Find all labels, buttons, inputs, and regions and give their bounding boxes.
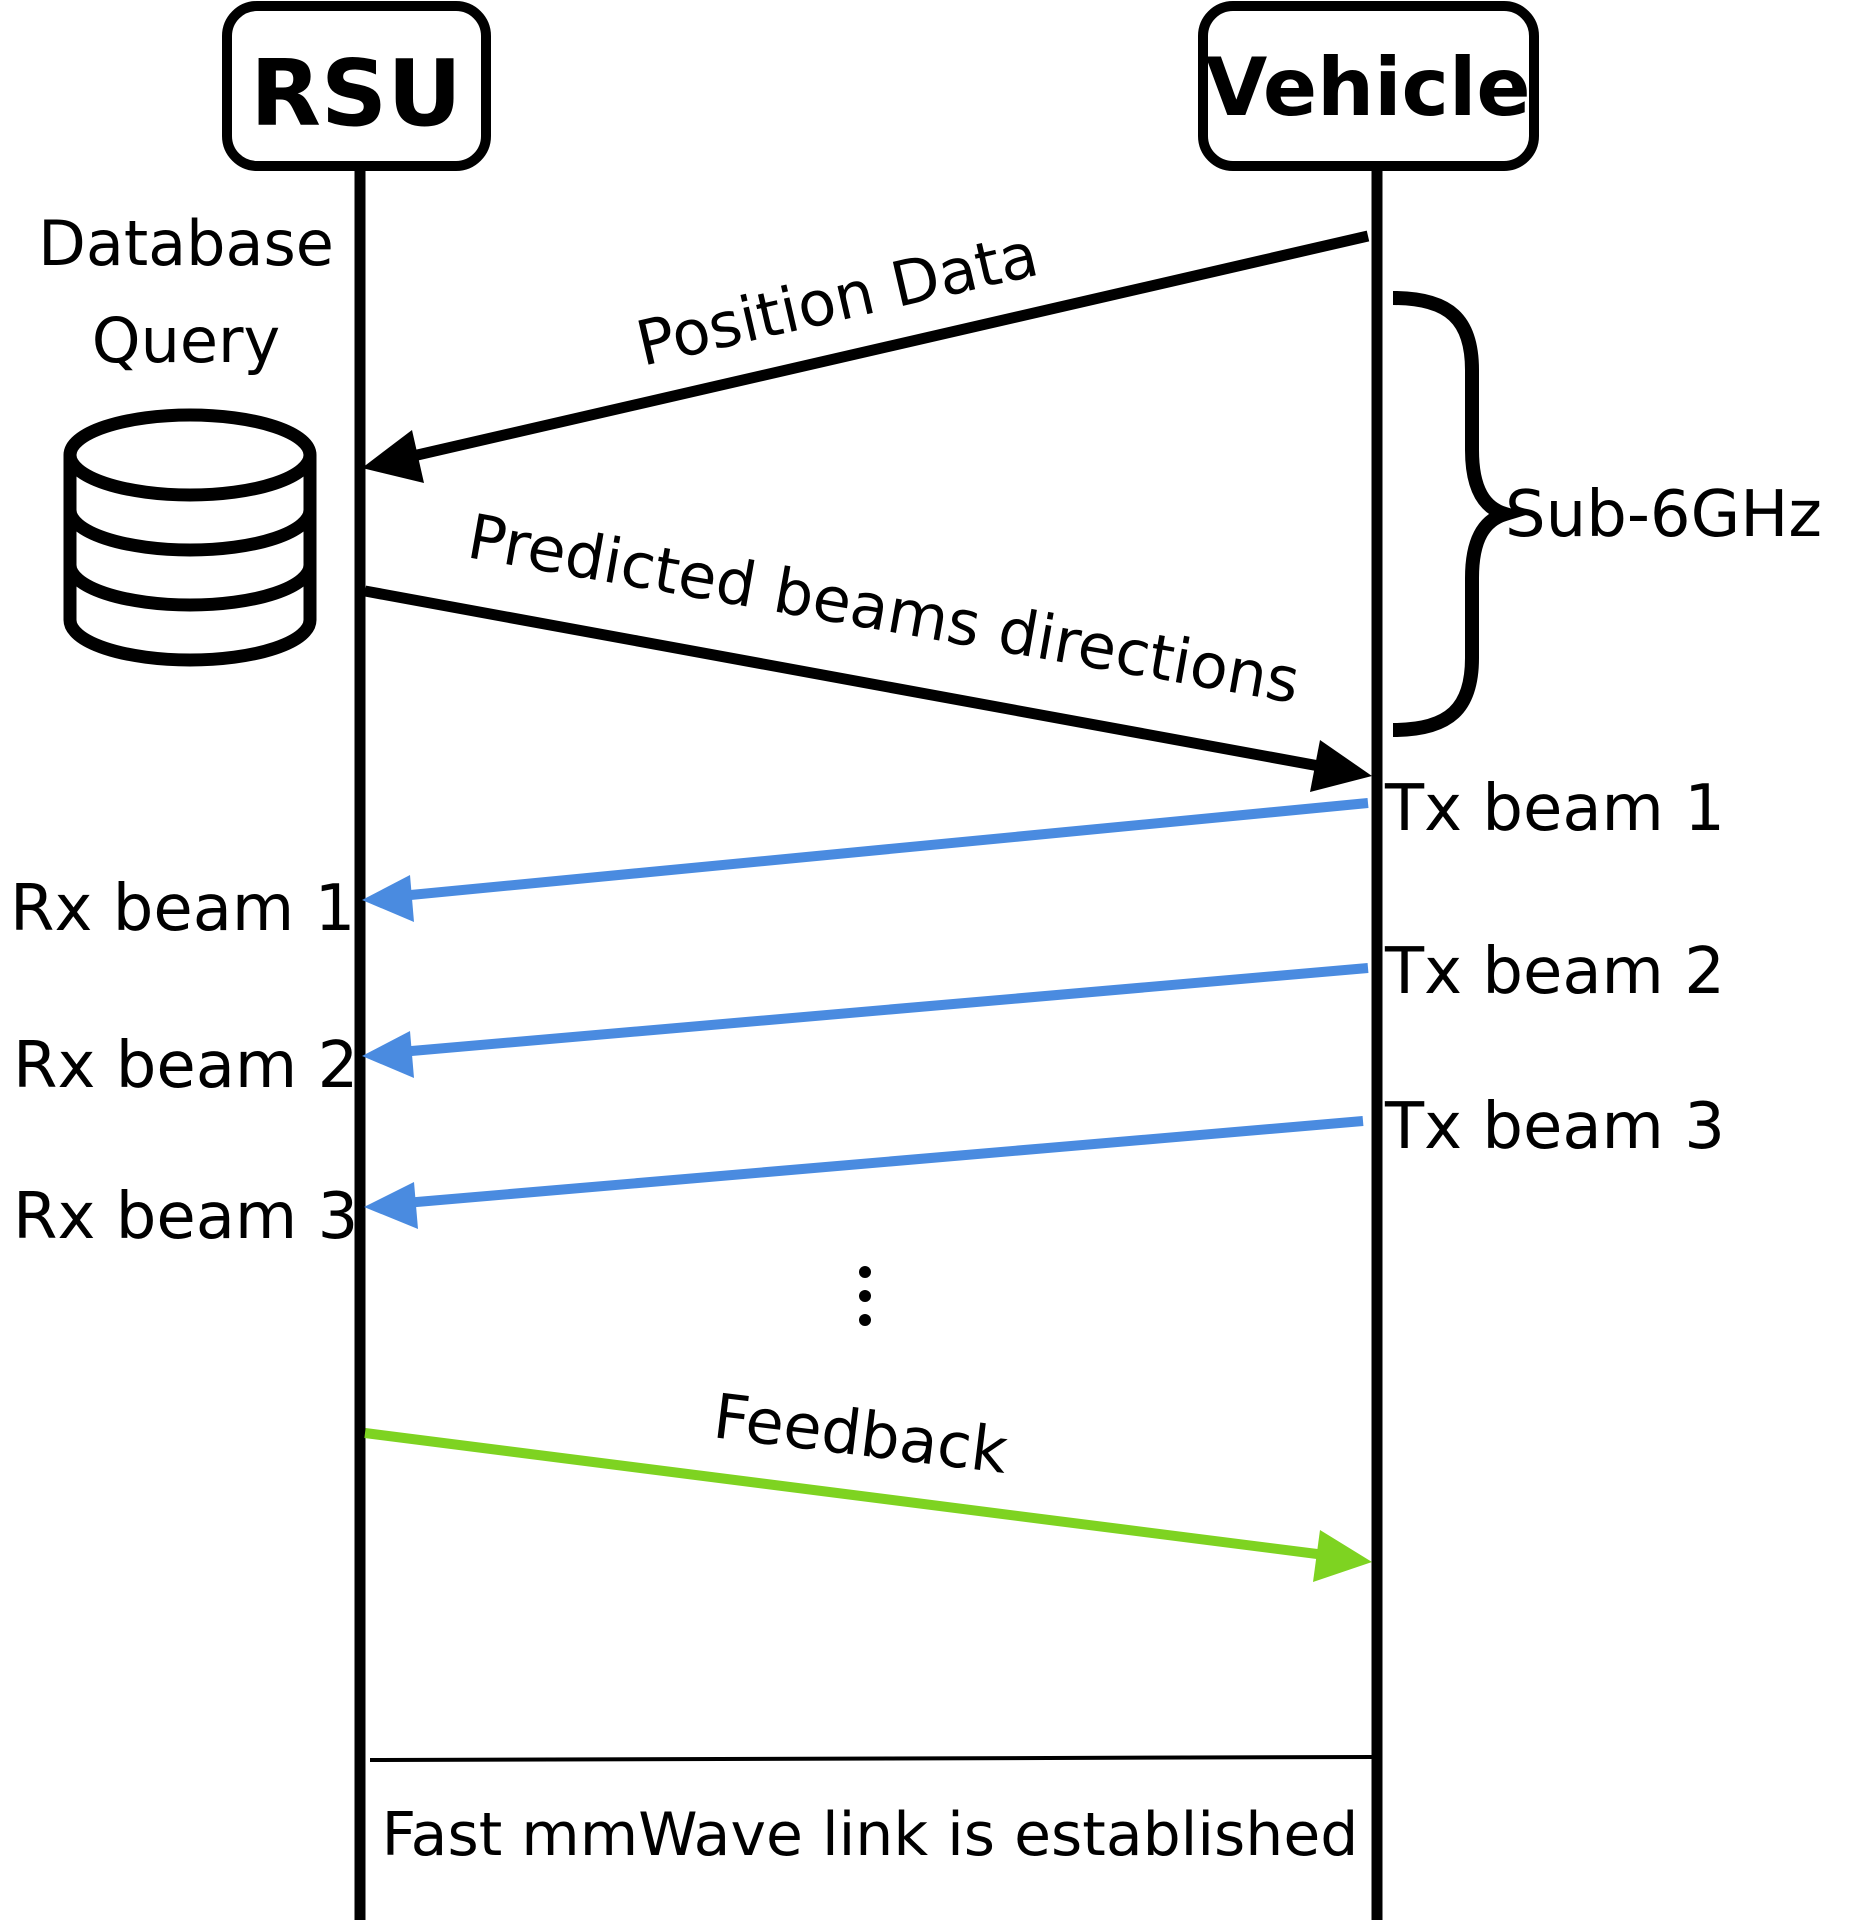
- vehicle-participant: Vehicle: [1198, 1, 1539, 171]
- established-label: Fast mmWave link is established: [382, 1800, 1359, 1870]
- predicted-beams-message: Predicted beams directions: [364, 500, 1372, 792]
- sub6ghz-label: Sub-6GHz: [1505, 478, 1822, 552]
- database-icon: [63, 408, 317, 667]
- rx-beam-3-label: Rx beam 3: [13, 1180, 358, 1254]
- beam-sweep-1: Tx beam 1 Rx beam 1: [10, 772, 1725, 946]
- tx-beam-2-label: Tx beam 2: [1384, 935, 1725, 1009]
- feedback-label: Feedback: [710, 1379, 1012, 1487]
- database-label-line1: Database: [38, 207, 334, 280]
- database-label-line2: Query: [92, 304, 280, 377]
- rsu-title: RSU: [250, 40, 462, 147]
- rsu-participant: RSU: [222, 1, 491, 171]
- continuation-dots: [859, 1266, 871, 1326]
- rx-beam-2-label: Rx beam 2: [13, 1029, 358, 1103]
- position-data-message: Position Data: [362, 217, 1370, 483]
- vehicle-title: Vehicle: [1205, 41, 1530, 134]
- sub6ghz-brace: Sub-6GHz: [1392, 291, 1822, 737]
- rx-beam-1-label: Rx beam 1: [10, 872, 355, 946]
- beam-sweep-2: Tx beam 2 Rx beam 2: [13, 935, 1725, 1103]
- link-established-section: Fast mmWave link is established: [369, 1755, 1373, 1870]
- tx-beam-3-label: Tx beam 3: [1384, 1090, 1725, 1164]
- feedback-message: Feedback: [364, 1379, 1372, 1582]
- tx-beam-1-label: Tx beam 1: [1384, 772, 1725, 846]
- beam-sweep-3: Tx beam 3 Rx beam 3: [13, 1090, 1725, 1254]
- divider: [369, 1755, 1373, 1762]
